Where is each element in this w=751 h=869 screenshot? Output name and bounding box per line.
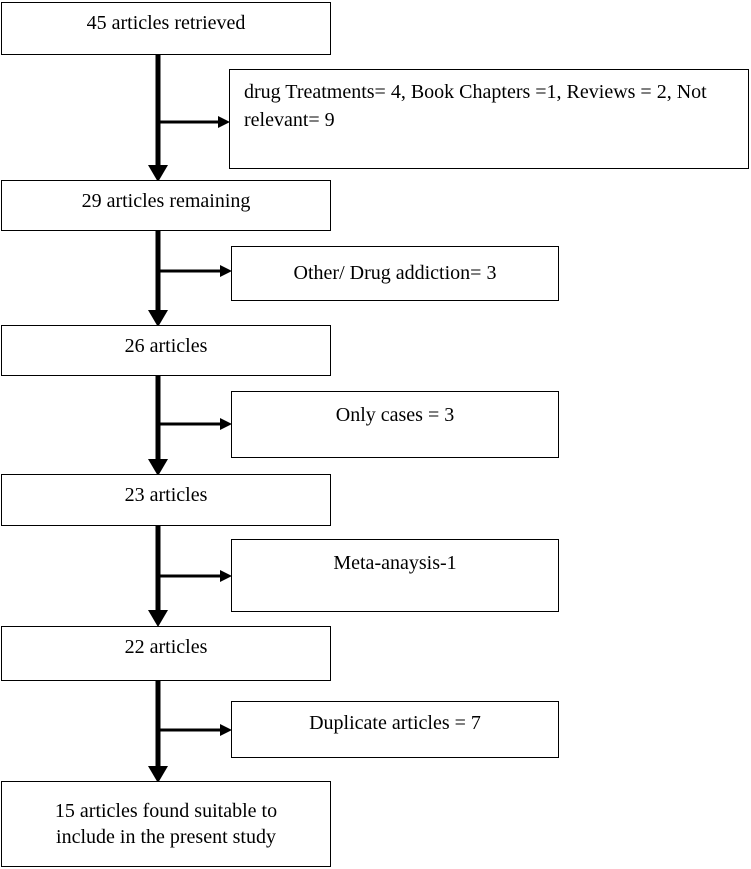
step-box-1: 45 articles retrieved	[1, 2, 331, 55]
step-box-5: 22 articles	[1, 626, 331, 681]
step-box-4: 23 articles	[1, 474, 331, 526]
side-arrowhead-3	[220, 418, 232, 430]
down-arrowhead-4	[148, 610, 168, 627]
step-label-4: 23 articles	[124, 484, 208, 506]
final-label-line-2: include in the present study	[56, 826, 276, 848]
down-arrowhead-2	[148, 310, 168, 327]
exclusion-box-5: Duplicate articles = 7	[231, 701, 559, 758]
side-arrowhead-2	[220, 265, 232, 277]
down-arrowhead-5	[148, 766, 168, 783]
exclusion-label-1: drug Treatments= 4, Book Chapters =1, Re…	[244, 81, 707, 131]
final-box: 15 articles found suitable to include in…	[1, 781, 331, 867]
step-box-2: 29 articles remaining	[1, 180, 331, 231]
down-arrowhead-3	[148, 459, 168, 476]
exclusion-box-4: Meta-anaysis-1	[231, 539, 559, 612]
side-arrowhead-4	[220, 570, 232, 582]
side-arrowhead-1	[218, 116, 230, 128]
step-box-3: 26 articles	[1, 325, 331, 376]
exclusion-label-5: Duplicate articles = 7	[309, 712, 481, 734]
exclusion-box-2: Other/ Drug addiction= 3	[231, 246, 559, 301]
exclusion-label-3: Only cases = 3	[335, 404, 455, 426]
exclusion-box-3: Only cases = 3	[231, 391, 559, 458]
step-label-1: 45 articles retrieved	[86, 12, 246, 34]
step-label-5: 22 articles	[124, 636, 208, 658]
step-label-2: 29 articles remaining	[81, 190, 251, 212]
final-label-line-1: 15 articles found suitable to	[54, 800, 278, 822]
side-arrowhead-5	[220, 724, 232, 736]
exclusion-label-2: Other/ Drug addiction= 3	[293, 262, 497, 284]
exclusion-box-1: drug Treatments= 4, Book Chapters =1, Re…	[229, 69, 749, 169]
exclusion-label-4: Meta-anaysis-1	[333, 552, 457, 574]
step-label-3: 26 articles	[124, 335, 208, 357]
down-arrowhead-1	[148, 165, 168, 182]
